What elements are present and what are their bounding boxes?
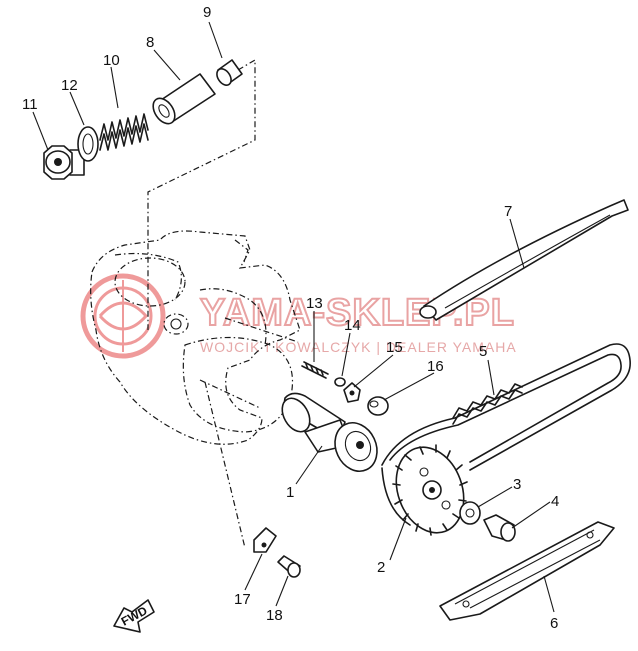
callout-4: 4 — [551, 493, 559, 510]
callout-6: 6 — [550, 615, 558, 632]
callout-3: 3 — [513, 476, 521, 493]
callout-13: 13 — [306, 295, 323, 312]
camshaft-part — [281, 392, 378, 472]
sprocket-bolt-part — [483, 514, 516, 542]
callout-18: 18 — [266, 607, 283, 624]
o-ring-part — [334, 377, 346, 387]
callout-8: 8 — [146, 34, 154, 51]
gasket-washer-part — [77, 126, 99, 162]
tensioner-cap-part — [216, 59, 243, 86]
callout-10: 10 — [103, 52, 120, 69]
plug-cap-part — [367, 396, 389, 416]
tensioner-spring-part — [99, 113, 149, 151]
callout-2: 2 — [377, 559, 385, 576]
cam-chain-part — [381, 343, 631, 526]
callout-16: 16 — [427, 358, 444, 375]
engine-case — [90, 230, 301, 445]
cam-sprocket-part — [392, 444, 468, 536]
callout-labels: 9 8 10 12 11 7 13 14 15 16 5 1 3 4 2 6 1… — [22, 4, 559, 632]
callout-12: 12 — [61, 77, 78, 94]
plate-screw-part — [277, 555, 301, 578]
callout-7: 7 — [504, 203, 512, 220]
callout-17: 17 — [234, 591, 251, 608]
callout-leaders — [32, 21, 555, 613]
tensioner-cap-bolt-part — [43, 145, 85, 180]
washer-part — [459, 501, 481, 525]
chain-tensioner-blade-part — [419, 199, 629, 321]
callout-11: 11 — [22, 96, 38, 113]
spring-pin-part — [301, 361, 329, 379]
tensioner-body-part — [152, 73, 216, 125]
forward-arrow-icon: FWD — [113, 599, 155, 633]
callout-15: 15 — [386, 339, 403, 356]
reference-lines — [147, 58, 299, 549]
callout-14: 14 — [344, 317, 361, 334]
plug-part — [343, 382, 361, 403]
watermark-logo-icon — [80, 273, 166, 359]
chain-guide-part — [439, 521, 615, 621]
watermark-tagline: WOJCIK I KOWALCZYK | DEALER YAMAHA — [200, 339, 517, 355]
callout-9: 9 — [203, 4, 211, 21]
plate-part — [253, 527, 277, 553]
callout-1: 1 — [286, 484, 294, 501]
callout-5: 5 — [479, 343, 487, 360]
